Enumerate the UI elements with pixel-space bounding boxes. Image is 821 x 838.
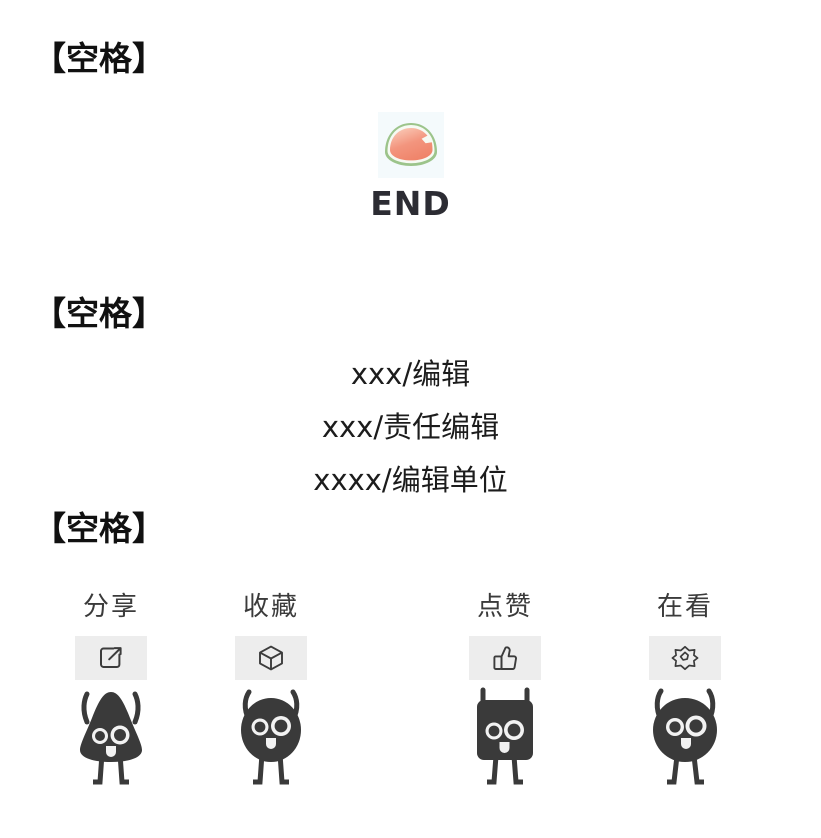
- cube-box-icon[interactable]: [235, 636, 307, 680]
- action-label-watching: 在看: [656, 592, 713, 622]
- credit-line-editor: xxx/编辑: [350, 357, 471, 391]
- mascot-favorite: [216, 674, 326, 804]
- credit-line-managing-editor: xxx/责任编辑: [321, 410, 500, 444]
- action-label-like: 点赞: [476, 592, 533, 622]
- action-label-share: 分享: [82, 592, 139, 622]
- mascot-watching: [630, 674, 740, 804]
- action-item-favorite[interactable]: 收藏: [196, 592, 346, 804]
- mascot-share: [56, 674, 166, 804]
- credits-block: xxx/编辑 xxx/责任编辑 xxxx/编辑单位: [0, 348, 821, 507]
- end-block: END: [0, 112, 821, 223]
- placeholder-marker-2: 【空格】: [33, 294, 165, 333]
- thumbs-up-icon[interactable]: [469, 636, 541, 680]
- placeholder-marker-1: 【空格】: [33, 39, 165, 78]
- action-item-like[interactable]: 点赞: [430, 592, 580, 804]
- share-external-link-icon[interactable]: [75, 636, 147, 680]
- end-label: END: [370, 184, 451, 223]
- credit-line-editorial-unit: xxxx/编辑单位: [313, 463, 508, 497]
- flower-star-icon[interactable]: [649, 636, 721, 680]
- action-item-watching[interactable]: 在看: [610, 592, 760, 804]
- action-row: 分享: [0, 592, 821, 838]
- action-item-share[interactable]: 分享: [36, 592, 186, 804]
- action-label-favorite: 收藏: [242, 592, 299, 622]
- watermelon-slice-icon: [377, 112, 444, 178]
- mascot-like: [450, 674, 560, 804]
- placeholder-marker-3: 【空格】: [33, 509, 165, 548]
